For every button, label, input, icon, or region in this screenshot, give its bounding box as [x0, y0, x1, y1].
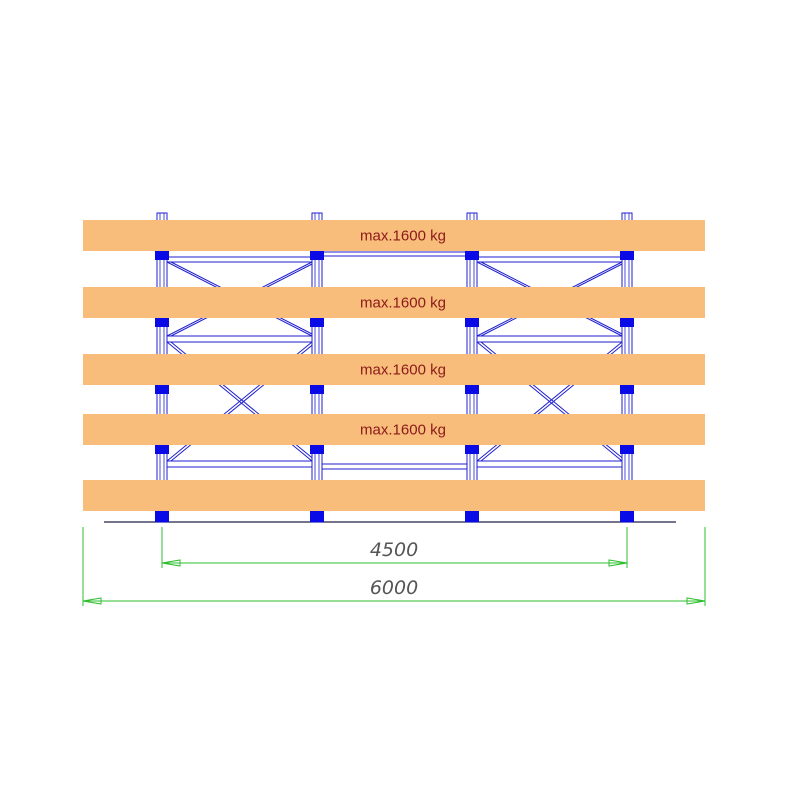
arm-joint-block — [465, 443, 479, 454]
cantilever-arm-level-3 — [83, 354, 705, 385]
cantilever-arm-level-5 — [83, 480, 705, 511]
arm-joint-block — [310, 443, 324, 454]
cantilever-arms-group: max.1600 kg max.1600 kg max.1600 kg max.160… — [83, 220, 705, 511]
arm-joint-block — [465, 511, 479, 522]
load-capacity-label: max.1600 kg — [360, 362, 446, 379]
arm-joint-block — [155, 511, 169, 522]
cantilever-arm-level-1 — [83, 220, 705, 251]
arm-joint-block — [155, 316, 169, 327]
arm-joint-block — [465, 316, 479, 327]
dim-arrow-inner-left — [161, 559, 181, 567]
dimensions-group: 4500 6000 — [82, 527, 706, 606]
load-capacity-label: max.1600 kg — [360, 295, 446, 312]
arm-joint-block — [465, 249, 479, 260]
dim-arrow-inner-right — [608, 559, 628, 567]
load-capacity-label: max.1600 kg — [360, 422, 446, 439]
arm-joint-block — [155, 383, 169, 394]
arm-joint-block — [155, 249, 169, 260]
dim-arrow-outer-left — [82, 597, 102, 605]
dim-label-overall-length: 6000 — [370, 577, 418, 599]
dim-arrow-outer-right — [686, 597, 706, 605]
arm-joint-block — [310, 383, 324, 394]
arm-joint-block — [310, 316, 324, 327]
arm-joint-block — [620, 249, 634, 260]
arm-joint-block — [620, 383, 634, 394]
arm-joint-block — [310, 511, 324, 522]
arm-joint-block — [620, 443, 634, 454]
cantilever-arm-level-4 — [83, 414, 705, 445]
load-capacity-label: max.1600 kg — [360, 228, 446, 245]
arm-joint-block — [155, 443, 169, 454]
cantilever-arm-level-2 — [83, 287, 705, 318]
arm-joint-block — [620, 511, 634, 522]
arm-joint-block — [310, 249, 324, 260]
dim-label-inner-span: 4500 — [370, 539, 418, 561]
arm-joint-block — [465, 383, 479, 394]
arm-joint-block — [620, 316, 634, 327]
